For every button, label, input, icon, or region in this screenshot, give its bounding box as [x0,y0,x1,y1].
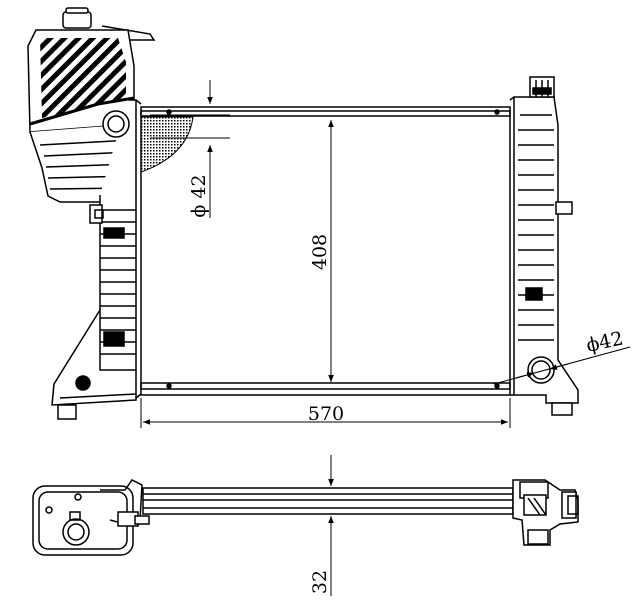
depth-dimension-label: 32 [309,570,331,594]
inlet-diameter-label: ϕ 42 [188,174,210,217]
outlet-diameter-label: ϕ42 [584,328,625,357]
bottom-view-right-tank [512,479,579,546]
front-view [27,7,631,428]
left-tank [51,99,142,420]
right-tank [509,76,579,416]
dimension-lines [140,80,631,428]
height-dimension-label: 408 [309,234,331,270]
bottom-view [32,455,579,596]
expansion-tank [27,7,156,203]
width-dimension-label: 570 [308,403,344,425]
bottom-view-core [142,487,514,515]
radiator-core [140,106,511,396]
bottom-view-tank [32,479,150,556]
